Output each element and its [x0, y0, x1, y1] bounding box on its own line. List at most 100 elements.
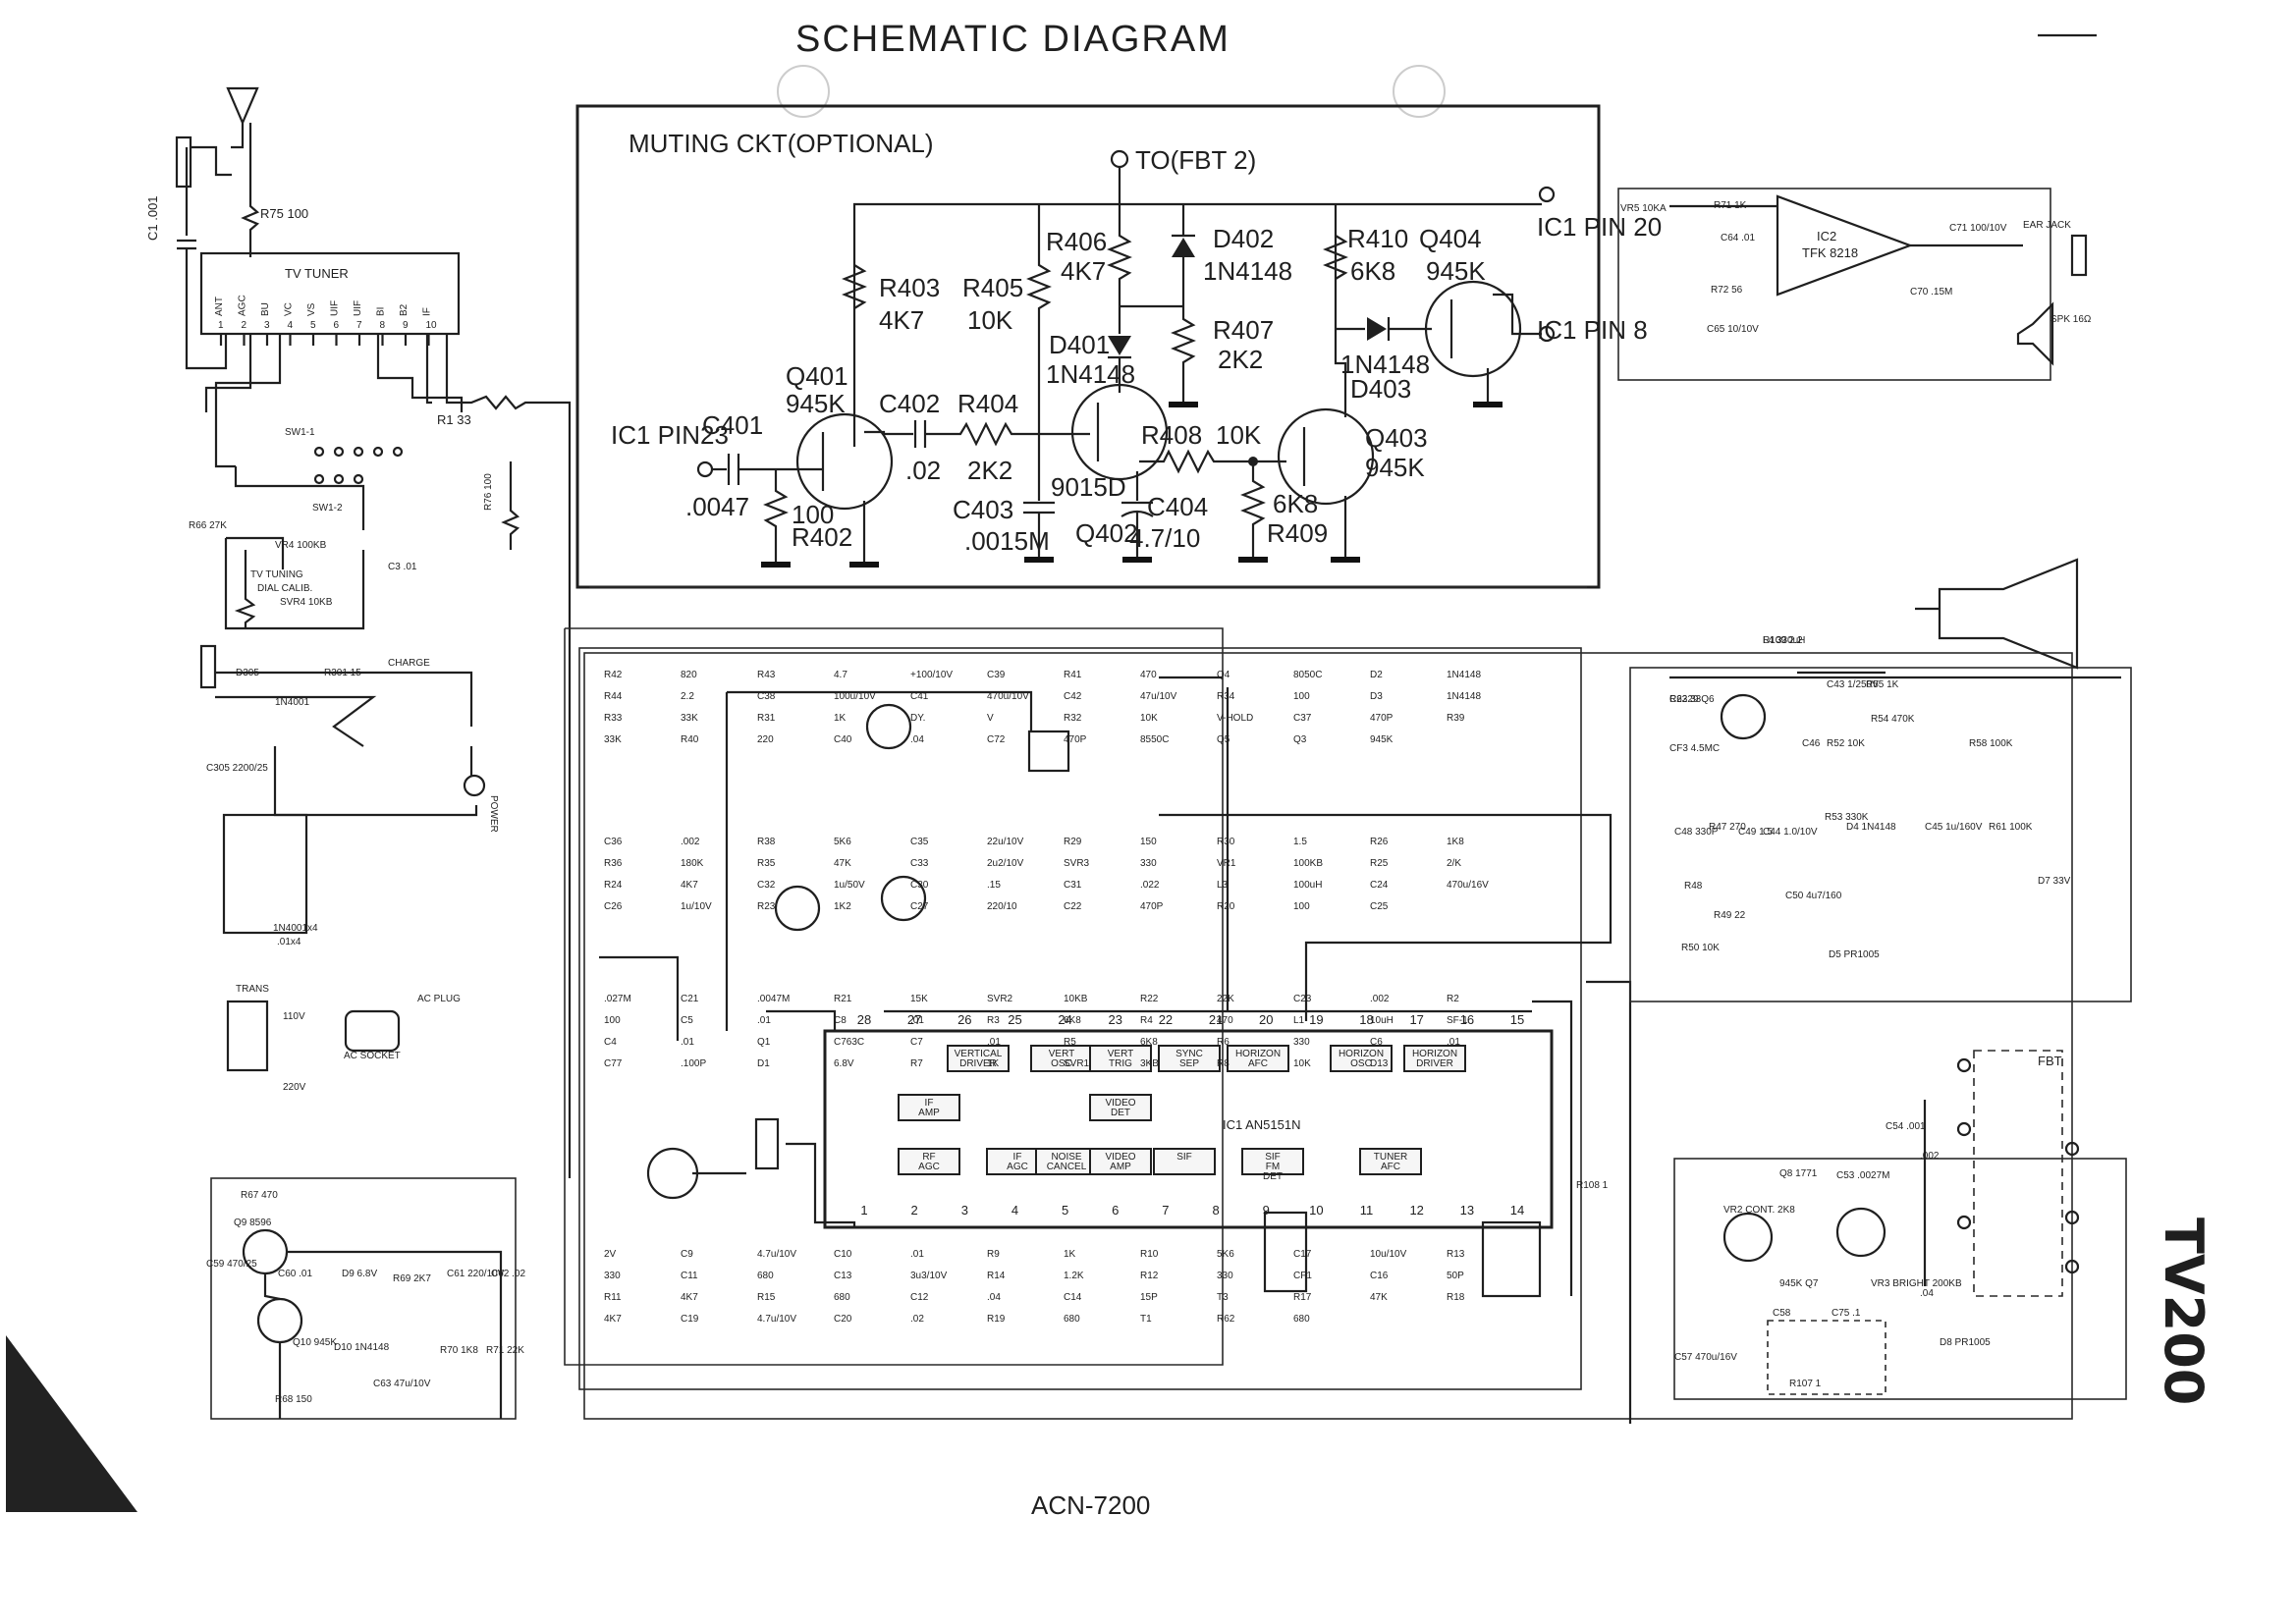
component-label: .15 [987, 880, 1001, 891]
component-label: CF3 4.5MC [1669, 743, 1720, 754]
speaker-icon [2016, 301, 2054, 366]
ic1-pin20-label: IC1 PIN 20 [1537, 212, 1662, 242]
ic1-top-pin: 28 [857, 1012, 871, 1027]
component-label: C33 [910, 858, 929, 869]
svg-text:R75 100: R75 100 [260, 206, 308, 221]
ic1-bottom-pin: 8 [1212, 1203, 1219, 1218]
svg-text:Q401: Q401 [786, 361, 848, 391]
component-label: SVR1 [1064, 1058, 1090, 1069]
component-label: .01 [910, 1249, 924, 1260]
muting-circuit: MUTING CKT(OPTIONAL) TO(FBT 2) IC1 PIN 2… [575, 104, 1662, 589]
to-fbt-label: TO(FBT 2) [1135, 145, 1256, 175]
model-number: ACN-7200 [1031, 1490, 1150, 1520]
svg-text:Q404: Q404 [1419, 224, 1482, 253]
q6-transistor [1720, 693, 1767, 740]
ic1-top-pin: 26 [957, 1012, 971, 1027]
component-label: 10K [1293, 1058, 1311, 1069]
fbt-terminal [1110, 149, 1129, 169]
component-label: D5 PR1005 [1829, 949, 1880, 960]
svg-text:R409: R409 [1267, 518, 1328, 548]
q5-transistor [880, 875, 927, 922]
component-label: .04 [1920, 1288, 1934, 1299]
component-label: 680 [1293, 1314, 1310, 1325]
component-label: R35 [757, 858, 776, 869]
component-label: R33 [604, 713, 623, 724]
component-label: R17 [1293, 1292, 1312, 1303]
ic1-block-label: AMP [918, 1108, 940, 1118]
svg-text:D9 6.8V: D9 6.8V [342, 1269, 377, 1279]
ic1-top-pin: 25 [1008, 1012, 1021, 1027]
component-label: R34 [1217, 691, 1235, 702]
ic1-pin8-terminal [1538, 325, 1556, 343]
component-label: R18 [1447, 1292, 1465, 1303]
component-label: 150 [1140, 837, 1157, 847]
svg-text:D403: D403 [1350, 374, 1411, 404]
component-label: R40 [681, 734, 699, 745]
component-label: .01 [757, 1015, 771, 1026]
component-label: L3 [1217, 880, 1229, 891]
ic1-function-block [947, 1045, 1010, 1072]
component-label: R38 [757, 837, 776, 847]
component-label: 1u/10V [681, 901, 712, 912]
svg-text:C305 2200/25: C305 2200/25 [206, 763, 268, 774]
audio-frame [1617, 188, 2051, 381]
component-label: .04 [987, 1292, 1001, 1303]
ic1-an5151n [823, 1029, 1554, 1229]
svg-text:4.7/10: 4.7/10 [1129, 523, 1200, 553]
main-board: IC1 AN5151N VERTICALDRIVERVERTOSCVERTTRI… [564, 627, 2073, 1424]
crt-tube-icon [1938, 558, 2079, 670]
svg-text:IC1 PIN 8: IC1 PIN 8 [1537, 315, 1648, 345]
component-label: R49 22 [1714, 910, 1746, 921]
component-label: C36 [604, 837, 623, 847]
component-label: C16 [1370, 1271, 1389, 1281]
svg-text:R405: R405 [962, 273, 1023, 302]
svg-text:Q10 945K: Q10 945K [293, 1337, 337, 1348]
component-label: C37 [1293, 713, 1312, 724]
ic1-top-pin: 19 [1309, 1012, 1323, 1027]
yoke-resistors [1767, 1320, 1886, 1395]
component-label: C48 330P [1674, 827, 1719, 838]
component-label: .04 [910, 734, 924, 745]
tuner-pin-label: BU [260, 302, 271, 316]
ic1-top-pin: 17 [1409, 1012, 1423, 1027]
tv-tuner-block [199, 251, 461, 336]
component-label: C39 [987, 670, 1006, 680]
r404-resistor [925, 421, 1090, 447]
component-label: 330 [1217, 1271, 1233, 1281]
component-label: 1K2 [834, 901, 851, 912]
component-label: .002 [1920, 1151, 1940, 1162]
q402-transistor [1070, 383, 1169, 481]
svg-text:R408: R408 [1141, 420, 1202, 450]
component-label: 100 [1293, 691, 1310, 702]
component-label: SVR3 [1064, 858, 1090, 869]
component-label: 470 [1140, 670, 1157, 680]
ic1-block-label: AFC [1248, 1058, 1268, 1069]
ic1-block-label: CANCEL [1047, 1162, 1087, 1172]
component-label: 1.5 [1293, 837, 1307, 847]
component-label: 680 [1064, 1314, 1080, 1325]
component-label: C12 [910, 1292, 929, 1303]
component-label: R14 [987, 1271, 1006, 1281]
component-label: R2 [1447, 994, 1459, 1004]
component-label: C14 [1064, 1292, 1082, 1303]
svg-text:220V: 220V [283, 1082, 306, 1093]
svg-text:IC1 PIN23: IC1 PIN23 [611, 420, 729, 450]
ic1-block-label: HORIZON [1235, 1049, 1281, 1059]
component-label: 945K [1370, 734, 1394, 745]
svg-text:R68 150: R68 150 [275, 1394, 312, 1405]
ic1-function-block [1089, 1148, 1152, 1175]
ic1-block-label: AGC [918, 1162, 940, 1172]
tuner-pin-label: B2 [399, 303, 410, 316]
component-label: 945K Q7 [1779, 1278, 1819, 1289]
ic1-block-label: SIF [1176, 1152, 1192, 1163]
component-label: R31 [757, 713, 776, 724]
component-label: .100P [681, 1058, 706, 1069]
component-label: C54 .001 [1886, 1121, 1926, 1132]
component-label: 2u2/10V [987, 858, 1024, 869]
component-label: 47K [834, 858, 851, 869]
component-label: R32 [1064, 713, 1082, 724]
component-label: Q5 [1217, 734, 1230, 745]
q3-transistor [774, 885, 821, 932]
power-switch [463, 774, 486, 797]
